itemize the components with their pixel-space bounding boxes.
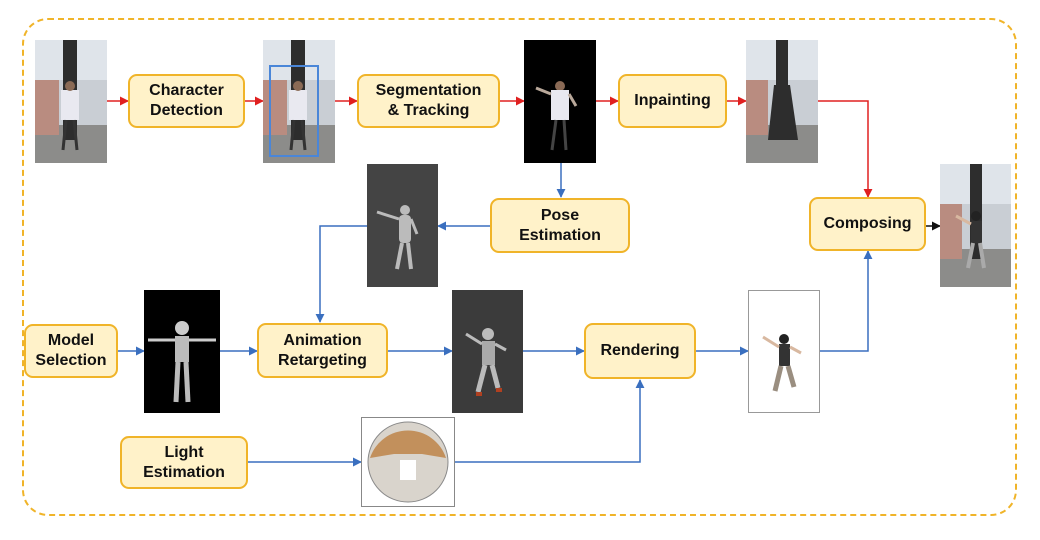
character-model-image (144, 290, 220, 413)
arrow-render-to-composing (820, 250, 873, 352)
inpainting-box: Inpainting (618, 74, 727, 128)
segmentation-mask-image (524, 40, 596, 163)
composing-box: Composing (809, 197, 926, 251)
pose-mesh-image (367, 164, 438, 287)
inpainted-background-image (746, 40, 818, 163)
detection-result-image (263, 40, 335, 163)
arrow-mesh-to-retargeting (315, 225, 367, 323)
final-composite-image (940, 164, 1011, 287)
rendering-box: Rendering (584, 323, 696, 379)
arrow-probe-to-rendering (455, 379, 645, 463)
character-detection-box: Character Detection (128, 74, 245, 128)
light-estimation-box: Light Estimation (120, 436, 248, 489)
arrow-inpainted-to-composing (818, 100, 873, 198)
pose-estimation-box: Pose Estimation (490, 198, 630, 253)
retargeted-model-image (452, 290, 523, 413)
light-probe-image (361, 417, 455, 507)
segmentation-tracking-box: Segmentation & Tracking (357, 74, 500, 128)
animation-retargeting-box: Animation Retargeting (257, 323, 388, 378)
rendered-character-image (748, 290, 820, 413)
pipeline-frame (22, 18, 1017, 516)
model-selection-box: Model Selection (24, 324, 118, 378)
input-frame-image (35, 40, 107, 163)
